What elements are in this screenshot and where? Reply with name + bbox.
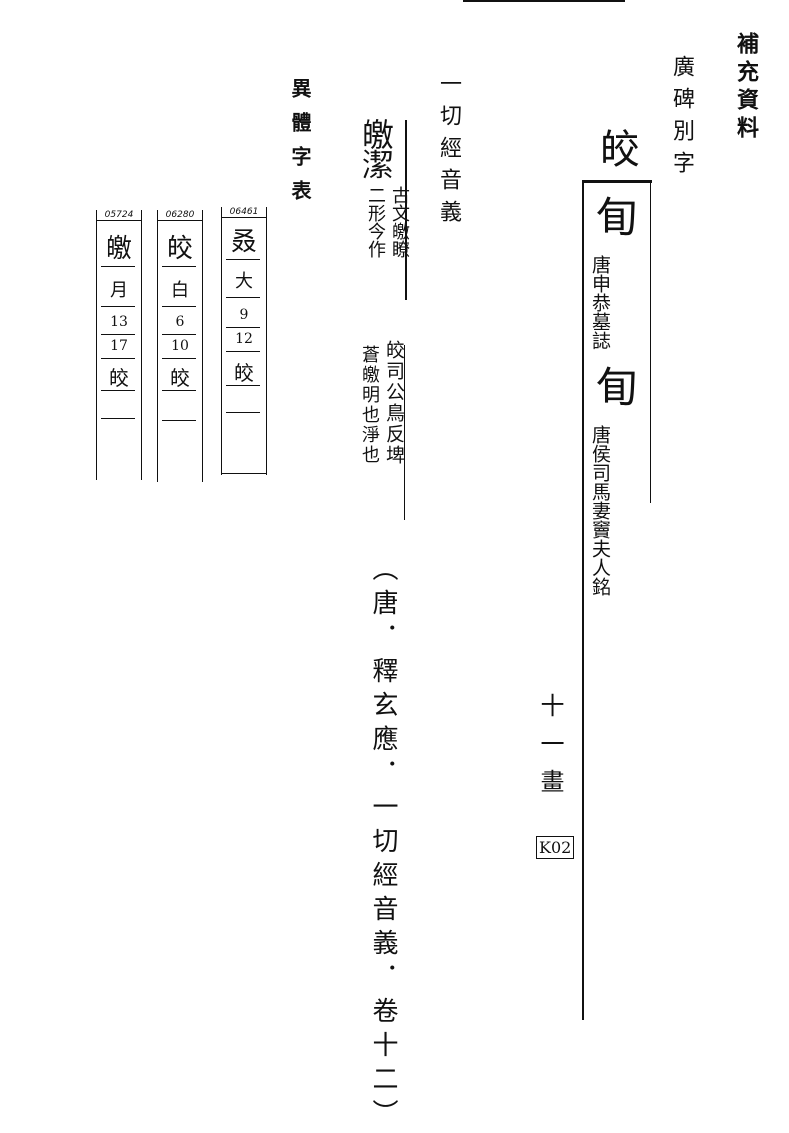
supplement-heading: 補充資料	[733, 32, 759, 144]
variant-card-radical: 白	[171, 280, 189, 301]
variant-table-title: 異體字表	[288, 78, 312, 214]
guangbei-entry2-char: 䀏	[589, 365, 638, 407]
variant-card-radical: 大	[235, 271, 253, 292]
divider	[101, 358, 135, 359]
divider	[226, 412, 260, 413]
divider	[162, 306, 196, 307]
header-top-rule	[463, 0, 625, 2]
yiqie-entry-line1: 皎司公鳥反埤	[383, 340, 405, 466]
guangbei-entry2-source: 唐侯司馬妻竇夫人銘	[589, 425, 611, 596]
divider	[101, 390, 135, 391]
divider	[162, 266, 196, 267]
variant-card: 05724 皦 月 13 17 皎	[96, 210, 142, 480]
divider	[101, 266, 135, 267]
variant-card-num2: 12	[235, 331, 253, 347]
divider	[226, 259, 260, 260]
variant-card-variant: 皎	[109, 366, 129, 390]
yiqie-char2: 潔	[357, 148, 395, 180]
variant-card-num1: 13	[110, 314, 128, 330]
yiqie-note-right: 古文皦瞭	[389, 186, 410, 258]
variant-card-char: 叒	[230, 227, 257, 257]
divider	[226, 297, 260, 298]
variant-card-code: 05724	[97, 210, 141, 221]
variant-card-radical: 月	[110, 280, 128, 301]
variant-card-char: 皦	[105, 234, 132, 264]
guangbei-entry1-source: 唐申恭墓誌	[589, 255, 611, 350]
yiqie-char1: 皦	[357, 118, 395, 150]
yiqie-entry-line2: 蒼皦明也淨也	[359, 345, 380, 465]
divider	[162, 334, 196, 335]
variant-card-variant: 皎	[170, 366, 190, 390]
divider	[162, 390, 196, 391]
yiqie-citation: （唐．釋玄應．一切經音義．卷十二）	[368, 555, 398, 1133]
divider	[101, 334, 135, 335]
variant-card: 06461 叒 大 9 12 皎	[221, 207, 267, 475]
divider	[226, 385, 260, 386]
stroke-count-label: 十一畫	[536, 693, 564, 807]
divider	[162, 420, 196, 421]
yiqie-entry-rule	[404, 345, 405, 520]
variant-card-char: 皎	[166, 234, 193, 264]
guangbei-head-char: 皎	[593, 128, 639, 168]
divider	[162, 358, 196, 359]
divider	[101, 418, 135, 419]
yiqie-rule	[405, 120, 407, 300]
variant-card: 06280 皎 白 6 10 皎	[157, 210, 203, 482]
guangbei-left-rule	[582, 180, 584, 1020]
divider	[222, 473, 266, 474]
guangbei-entry1-char: 䀏	[589, 195, 638, 237]
divider	[226, 327, 260, 328]
variant-card-num2: 10	[171, 338, 189, 354]
variant-card-code: 06280	[158, 210, 202, 221]
guangbei-top-rule	[582, 180, 652, 183]
yiqie-note-left: 二形今作	[365, 186, 386, 258]
guangbei-right-rule	[650, 183, 651, 503]
variant-card-variant: 皎	[234, 361, 254, 385]
divider	[226, 351, 260, 352]
variant-card-num1: 9	[239, 307, 249, 323]
variant-card-num1: 6	[175, 314, 185, 330]
yiqie-title: 一切經音義	[436, 72, 461, 232]
page-number: K02	[536, 836, 575, 859]
divider	[101, 306, 135, 307]
variant-card-num2: 17	[110, 338, 128, 354]
guangbei-heading: 廣碑別字	[669, 55, 694, 183]
variant-card-code: 06461	[222, 207, 266, 218]
